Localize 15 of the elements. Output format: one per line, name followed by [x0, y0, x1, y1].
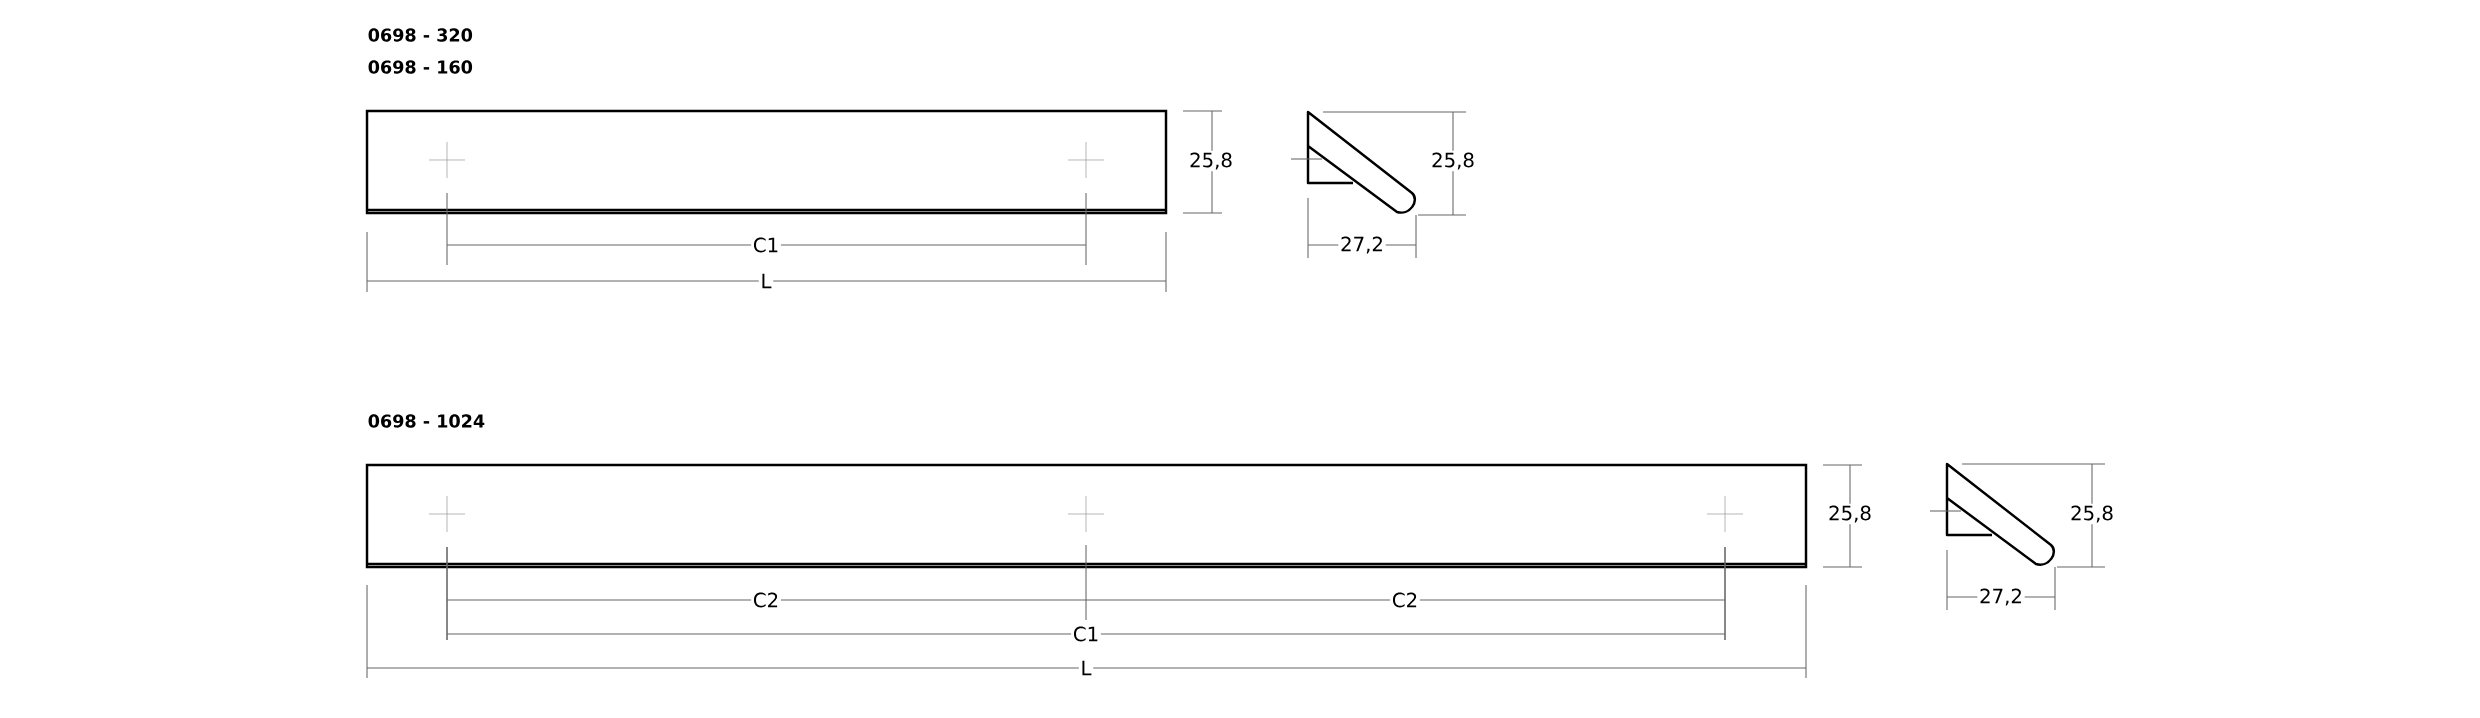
dimension-label: C1 [751, 235, 781, 255]
dimension-label: 25,8 [1187, 150, 1235, 172]
dimension-label: 27,2 [1338, 234, 1386, 256]
dimension-label: 25,8 [1826, 503, 1874, 525]
dimension-label: 27,2 [1977, 586, 2025, 608]
part-number: 0698 - 320 [368, 28, 473, 42]
dimension-label: 25,8 [1429, 150, 1477, 172]
part-number: 0698 - 160 [368, 60, 473, 74]
dimension-label: L [758, 272, 774, 290]
dimension-label: L [1078, 659, 1094, 677]
part-number: 0698 - 1024 [368, 414, 485, 428]
dimension-label: C2 [1390, 590, 1420, 610]
dimension-label: C2 [751, 590, 781, 610]
dimension-label: C1 [1071, 624, 1101, 644]
dimension-label: 25,8 [2068, 503, 2116, 525]
